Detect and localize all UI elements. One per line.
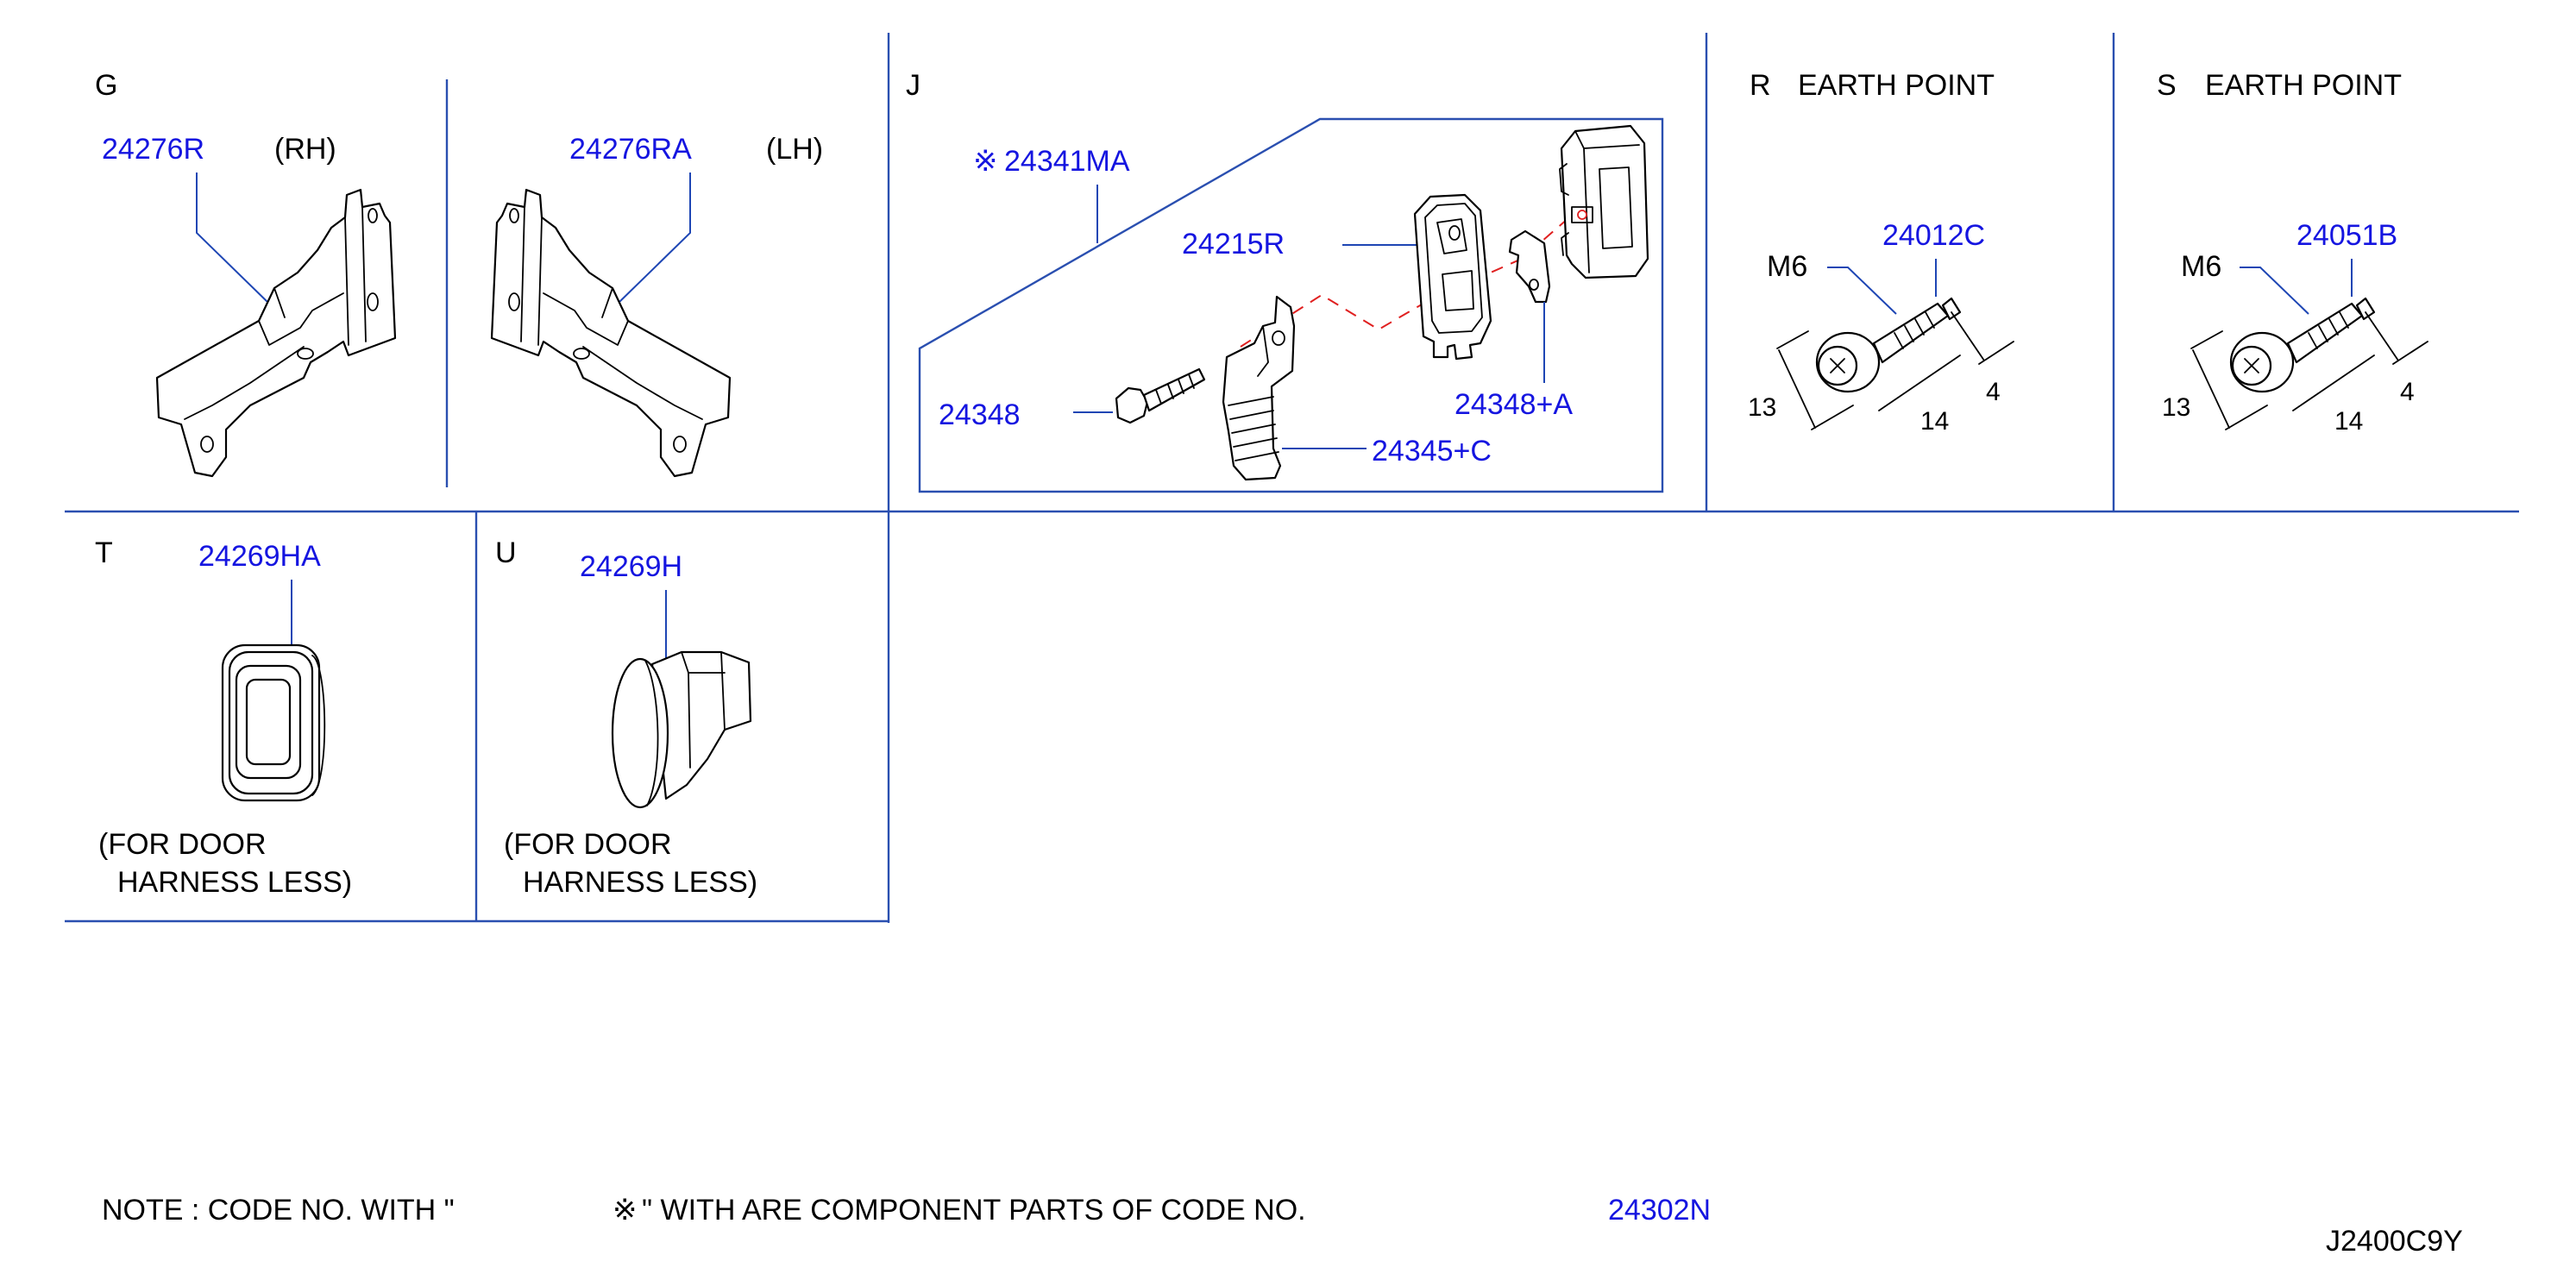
section-r: R EARTH POINT 24012C M6 13 14 4 <box>1748 69 2014 436</box>
thread-label-s: M6 <box>2181 250 2221 283</box>
note-t-line2: HARNESS LESS) <box>117 866 352 899</box>
section-u: U 24269H (FOR DOOR HARNESS LESS) <box>495 536 757 899</box>
bolt-24348-drawing <box>1115 367 1206 424</box>
holder-24215R-drawing <box>1413 193 1492 361</box>
part-number-24348A[interactable]: 24348+A <box>1454 388 1573 421</box>
note-mark: ※ <box>613 1194 638 1227</box>
leader-thread-r <box>1827 267 1897 315</box>
dimensions-s: 13 14 4 <box>2162 311 2428 436</box>
dim-s-tip: 4 <box>2400 378 2415 406</box>
part-number-24269H[interactable]: 24269H <box>580 550 682 583</box>
dimensions-r: 13 14 4 <box>1748 311 2014 436</box>
grommet-u-drawing <box>611 650 752 809</box>
bracket-lh-drawing <box>490 188 732 478</box>
section-s-title: EARTH POINT <box>2205 69 2402 102</box>
dim-s-length: 14 <box>2334 407 2363 436</box>
section-g: G 24276R (RH) 24276RA (LH) <box>95 69 823 478</box>
dim-s-head: 13 <box>2162 393 2190 422</box>
leader-thread-s <box>2240 267 2309 315</box>
section-letter-r: R <box>1750 69 1771 102</box>
part-number-24276R[interactable]: 24276R <box>102 133 204 166</box>
thread-label-r: M6 <box>1767 250 1807 283</box>
section-t: T 24269HA (FOR DOOR HARNESS LESS) <box>95 536 352 899</box>
kit-frame <box>918 117 1664 493</box>
dim-r-tip: 4 <box>1986 378 2001 406</box>
side-label-rh: (RH) <box>274 133 336 166</box>
dim-r-head: 13 <box>1748 393 1776 422</box>
part-number-24215R[interactable]: 24215R <box>1182 228 1285 260</box>
section-letter-g: G <box>95 69 117 102</box>
dim-r-length: 14 <box>1920 407 1949 436</box>
footer-note: NOTE : CODE NO. WITH " ※ " WITH ARE COMP… <box>102 1194 1711 1227</box>
connector-drawing <box>1559 124 1649 279</box>
section-grid <box>65 33 2519 923</box>
note-u-line2: HARNESS LESS) <box>523 866 757 899</box>
part-number-24302N[interactable]: 24302N <box>1608 1194 1711 1227</box>
section-letter-s: S <box>2157 69 2177 102</box>
diagram-id: J2400C9Y <box>2326 1225 2463 1258</box>
leader-24276RA <box>619 173 691 303</box>
section-letter-t: T <box>95 536 113 569</box>
side-label-lh: (LH) <box>766 133 823 166</box>
part-number-24269HA[interactable]: 24269HA <box>198 540 321 573</box>
boot-24345C-drawing <box>1222 295 1296 481</box>
part-number-24348[interactable]: 24348 <box>939 398 1021 431</box>
grommet-t-drawing <box>221 643 326 802</box>
bolt-r-drawing <box>1815 297 1962 393</box>
part-number-24341MA[interactable]: 24341MA <box>1004 145 1130 178</box>
section-r-title: EARTH POINT <box>1798 69 1995 102</box>
note-text-after: " WITH ARE COMPONENT PARTS OF CODE NO. <box>642 1194 1306 1227</box>
note-text-before: NOTE : CODE NO. WITH " <box>102 1194 455 1227</box>
note-u-line1: (FOR DOOR <box>504 828 672 861</box>
part-number-24276RA[interactable]: 24276RA <box>569 133 692 166</box>
section-j: J ※ 24341MA 24215R <box>906 69 1664 493</box>
part-number-24051B[interactable]: 24051B <box>2296 219 2397 252</box>
note-t-line1: (FOR DOOR <box>98 828 267 861</box>
section-letter-u: U <box>495 536 517 569</box>
part-number-24012C[interactable]: 24012C <box>1882 219 1985 252</box>
section-s: S EARTH POINT 24051B M6 13 14 4 <box>2157 69 2428 436</box>
bracket-rh-drawing <box>155 188 397 478</box>
clip-24348A-drawing <box>1508 229 1551 304</box>
section-letter-j: J <box>906 69 920 102</box>
leader-24276R <box>196 173 268 303</box>
part-number-24345C[interactable]: 24345+C <box>1372 435 1492 467</box>
kit-mark: ※ <box>973 145 998 178</box>
bolt-s-drawing <box>2229 297 2376 393</box>
